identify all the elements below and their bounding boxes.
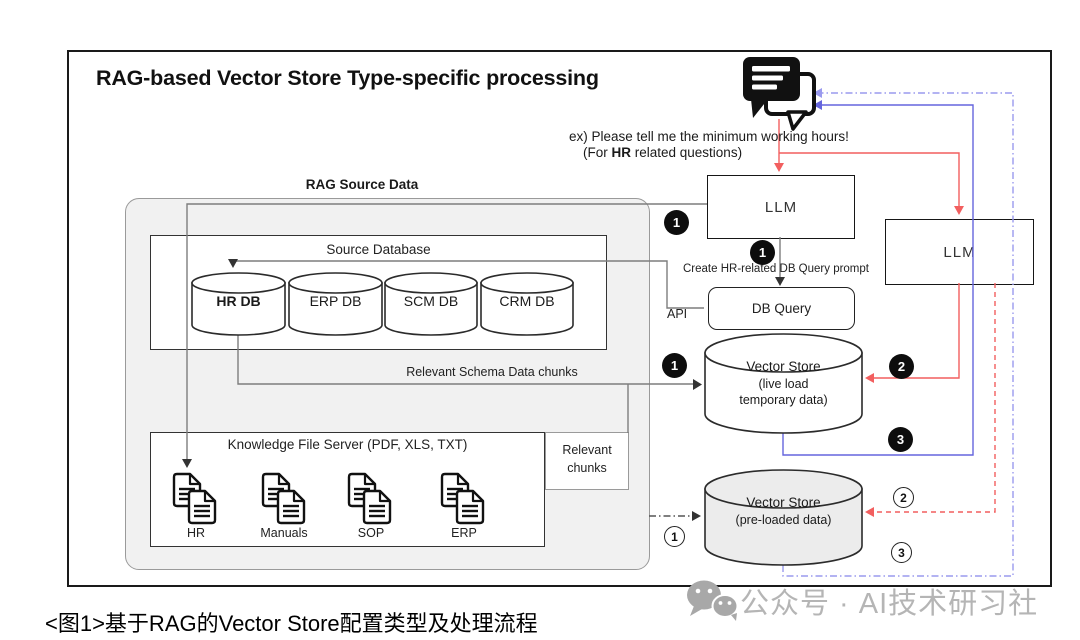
erp-db-label: ERP DB xyxy=(309,293,362,309)
step1-badge-prompt: 1 xyxy=(750,240,775,265)
relevant-chunks-label-box: Relevant chunks xyxy=(545,432,629,490)
step2-badge-filled: 2 xyxy=(889,354,914,379)
watermark-text: 公众号 · AI技术研习社 xyxy=(740,588,1039,620)
knowledge-file-server-label: Knowledge File Server (PDF, XLS, TXT) xyxy=(227,437,468,452)
kfs-item-manuals-label: Manuals xyxy=(260,526,308,540)
scm-db-label: SCM DB xyxy=(403,293,459,309)
kfs-item-sop-label: SOP xyxy=(357,526,385,540)
step1-badge-chunks: 1 xyxy=(662,353,687,378)
vs-pre-label2: (pre-loaded data) xyxy=(735,513,832,527)
step3-badge-filled: 3 xyxy=(888,427,913,452)
example-question-line1: ex) Please tell me the minimum working h… xyxy=(569,129,849,144)
db-query-label: DB Query xyxy=(751,301,812,316)
vs-live-label2: (live load xyxy=(758,377,809,391)
rag-source-data-label: RAG Source Data xyxy=(305,177,419,192)
db-query-box: DB Query xyxy=(708,287,855,330)
schema-chunks-label: Relevant Schema Data chunks xyxy=(406,365,578,379)
kfs-item-erp-label: ERP xyxy=(451,526,477,540)
step1-badge-outline: 1 xyxy=(664,526,685,547)
step3-badge-outline: 3 xyxy=(891,542,912,563)
question-line2-suffix: related questions) xyxy=(631,145,743,160)
vs-live-label1: Vector Store xyxy=(746,359,821,374)
relevant-chunks-line1: Relevant xyxy=(562,443,612,457)
api-label: API xyxy=(667,307,688,321)
step2-badge-outline: 2 xyxy=(893,487,914,508)
llm-left-box: LLM xyxy=(707,175,855,239)
relevant-chunks-line2: chunks xyxy=(567,460,607,475)
create-prompt-label: Create HR-related DB Query prompt xyxy=(683,263,869,275)
diagram-title: RAG-based Vector Store Type-specific pro… xyxy=(96,66,599,90)
question-line2-hr: HR xyxy=(611,145,632,160)
kfs-item-hr-label: HR xyxy=(186,526,206,540)
crm-db-label: CRM DB xyxy=(499,293,555,309)
hr-db-label: HR DB xyxy=(216,293,261,309)
example-question-line2: (For HR related questions) xyxy=(583,145,742,160)
llm-left-label: LLM xyxy=(764,198,798,216)
step1-badge-llm: 1 xyxy=(664,210,689,235)
figure-caption: <图1>基于RAG的Vector Store配置类型及处理流程 xyxy=(45,611,538,636)
source-database-label: Source Database xyxy=(326,242,431,257)
question-line2-prefix: (For xyxy=(583,145,612,160)
vs-pre-label1: Vector Store xyxy=(746,495,821,510)
vs-live-label3: temporary data) xyxy=(739,393,828,407)
llm-right-label: LLM xyxy=(943,243,976,261)
llm-right-box: LLM xyxy=(885,219,1034,285)
